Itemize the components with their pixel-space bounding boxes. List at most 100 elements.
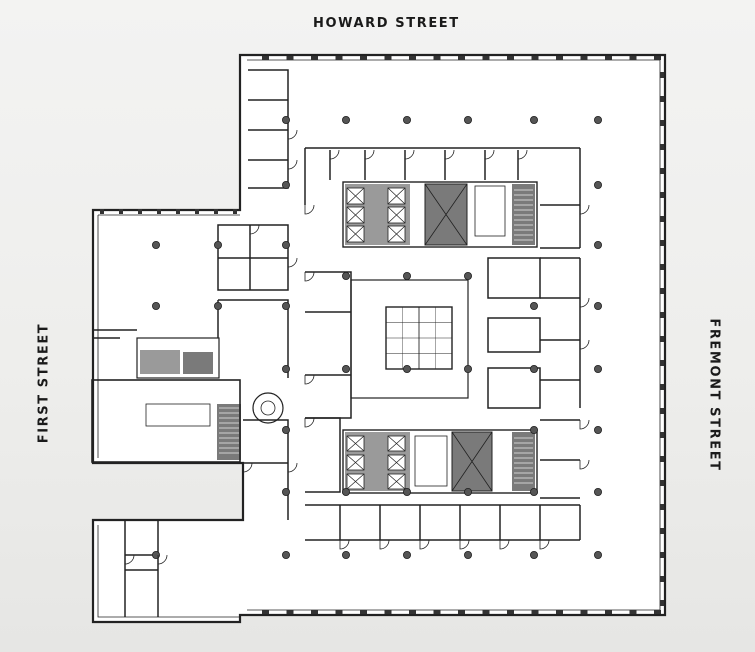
mullion (660, 384, 664, 390)
column (213, 301, 222, 310)
mullion (580, 56, 588, 60)
elevator-x (387, 225, 406, 243)
mullion (409, 610, 416, 614)
mullion (660, 360, 664, 366)
door-swing (287, 462, 298, 473)
partition-wall (248, 69, 289, 189)
partition-wall (243, 419, 289, 520)
mullion (660, 312, 664, 318)
mullion (556, 610, 563, 614)
column (151, 240, 160, 249)
door-swing (304, 374, 315, 385)
column (402, 364, 411, 373)
column (151, 551, 160, 560)
mullion (335, 610, 343, 614)
column (530, 301, 539, 310)
mullion (262, 610, 269, 614)
door-swing (539, 539, 550, 550)
mullion (311, 56, 318, 60)
column (281, 425, 290, 434)
window-mullions (100, 56, 664, 614)
exterior-wall-inner (97, 59, 661, 618)
door-swing (249, 224, 260, 235)
column (530, 487, 539, 496)
elevator-x (387, 187, 406, 205)
walls (91, 53, 667, 624)
column (594, 301, 603, 310)
door-swing (579, 419, 590, 430)
mullion (660, 264, 664, 270)
door-swing (379, 539, 390, 550)
column (151, 301, 160, 310)
mullion (660, 192, 664, 198)
mullion (384, 56, 392, 60)
mullion (629, 610, 637, 614)
column (341, 551, 350, 560)
elevator-x (346, 435, 365, 452)
elevator-x (387, 435, 406, 452)
mullion (660, 240, 664, 246)
column (463, 551, 472, 560)
door-swing (419, 539, 430, 550)
mullion (605, 610, 612, 614)
first-street-label: FIRST STREET (36, 322, 52, 444)
column (594, 116, 603, 125)
mullion (360, 56, 367, 60)
column (281, 240, 290, 249)
north-stair (512, 184, 535, 245)
mullion (482, 56, 490, 60)
mullion (138, 209, 142, 214)
mullion (286, 56, 294, 60)
mullion (157, 209, 161, 214)
column (594, 487, 603, 496)
partition-wall (217, 224, 289, 291)
mullion (654, 56, 661, 60)
column (594, 364, 603, 373)
elevator-x (346, 187, 365, 205)
column (594, 551, 603, 560)
door-swing (304, 204, 315, 215)
mullion (660, 552, 664, 558)
west-elevators (140, 350, 180, 374)
mullion (119, 209, 123, 214)
mullion (660, 528, 664, 534)
mullion (262, 56, 269, 60)
door-swing (287, 159, 298, 170)
elevator-x (387, 206, 406, 224)
door-swing (579, 297, 590, 308)
partition-wall (487, 317, 541, 353)
column (281, 364, 290, 373)
column (463, 271, 472, 280)
door-swing (304, 271, 315, 282)
column (463, 487, 472, 496)
mullion (335, 56, 343, 60)
column (530, 364, 539, 373)
exterior-wall (91, 53, 667, 624)
column (402, 116, 411, 125)
north-restroom (474, 185, 506, 237)
door-swing (304, 417, 315, 428)
column (594, 180, 603, 189)
door-swing (339, 539, 350, 550)
mullion (580, 610, 588, 614)
mullion (660, 336, 664, 342)
mullion (100, 209, 104, 214)
elevator-x (346, 225, 365, 243)
mullion (531, 56, 539, 60)
door-swing (499, 539, 510, 550)
doors (124, 129, 590, 565)
mullion (660, 600, 664, 606)
west-stair (183, 352, 213, 374)
mullion (433, 56, 441, 60)
mullion (654, 610, 661, 614)
door-swing (484, 149, 495, 160)
column (530, 425, 539, 434)
door-swing (124, 554, 135, 565)
elevator-x (387, 454, 406, 471)
door-swing (579, 204, 590, 215)
mullion (660, 72, 664, 78)
column (281, 116, 290, 125)
column (594, 240, 603, 249)
